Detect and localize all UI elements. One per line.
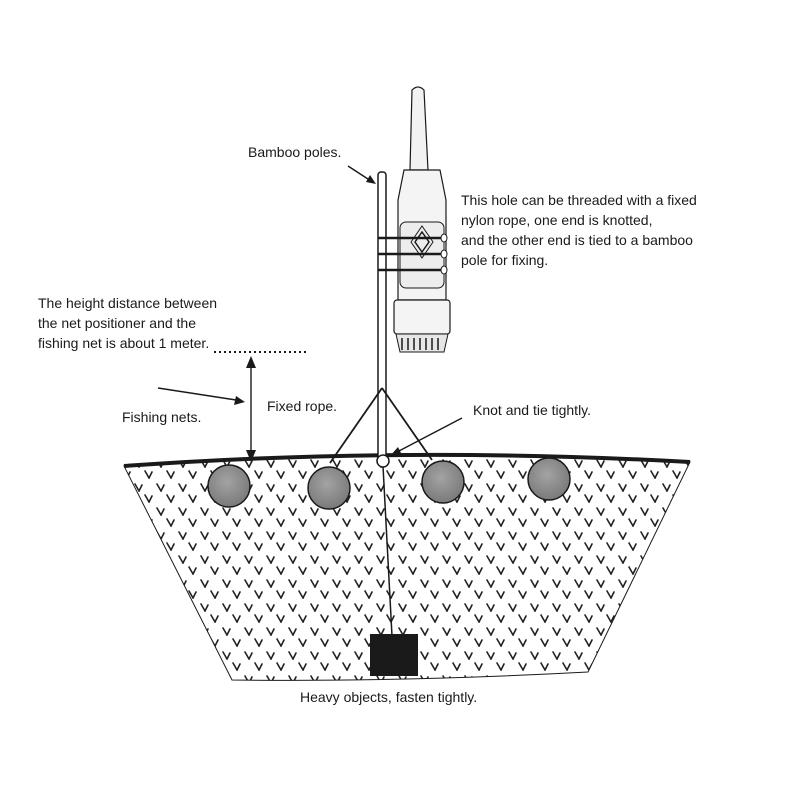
fishing-nets-pointer	[157, 387, 245, 405]
float-1	[207, 464, 251, 508]
fixed-rope-left	[329, 387, 383, 464]
height-note-line-1: The height distance between	[38, 295, 218, 311]
fixed-rope-right	[381, 387, 433, 461]
fixed-rope-label: Fixed rope.	[267, 398, 338, 414]
net-positioner	[378, 86, 451, 353]
hole-note-line-3: and the other end is tied to a bamboo	[461, 232, 693, 248]
float-4	[527, 457, 571, 501]
height-note-line-3: fishing net is about 1 meter.	[38, 335, 210, 351]
weight-rope	[382, 465, 393, 637]
float-2	[307, 466, 351, 510]
hole-note-line-1: This hole can be threaded with a fixed	[461, 192, 697, 208]
hole-note-line-4: pole for fixing.	[461, 252, 549, 268]
height-dimension-arrow	[246, 356, 256, 462]
bamboo-pointer	[347, 165, 376, 184]
knot	[376, 454, 390, 468]
bamboo-poles-label: Bamboo poles.	[248, 144, 342, 160]
float-3	[421, 460, 465, 504]
fishing-nets-label: Fishing nets.	[122, 409, 202, 425]
bamboo-pole	[377, 171, 387, 465]
height-note-line-2: the net positioner and the	[38, 315, 197, 331]
hole-note-line-2: nylon rope, one end is knotted,	[461, 212, 653, 228]
heavy-weight	[370, 634, 418, 676]
net-top-rope	[123, 452, 691, 468]
heavy-objects-label: Heavy objects, fasten tightly.	[300, 689, 478, 705]
knot-pointer	[390, 417, 463, 456]
knot-label: Knot and tie tightly.	[473, 402, 592, 418]
